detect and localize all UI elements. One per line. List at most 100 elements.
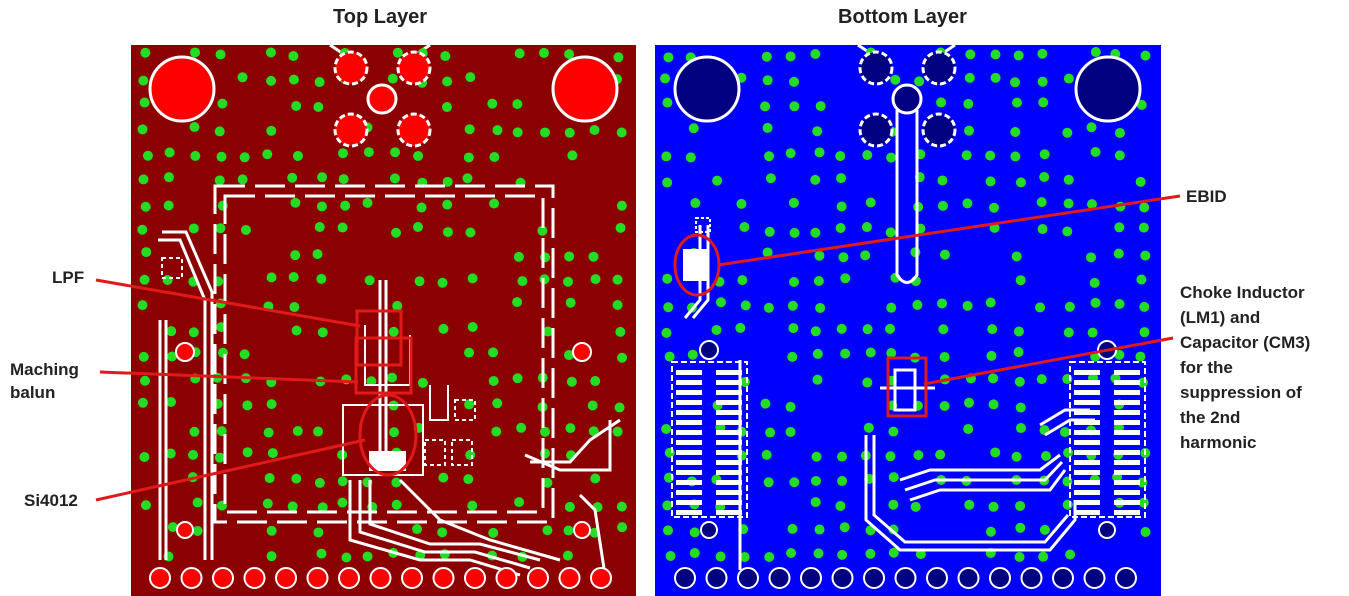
header-finger bbox=[716, 420, 742, 425]
lm1-cm3-highlight bbox=[886, 356, 928, 418]
via bbox=[216, 151, 227, 162]
header-finger bbox=[1114, 370, 1140, 375]
via bbox=[462, 173, 473, 184]
header-finger bbox=[1114, 450, 1140, 455]
via bbox=[963, 98, 974, 109]
header-finger bbox=[676, 410, 702, 415]
via bbox=[516, 422, 527, 433]
via bbox=[1040, 451, 1051, 462]
via bbox=[564, 49, 575, 60]
via bbox=[1039, 172, 1050, 183]
via bbox=[314, 77, 325, 88]
via bbox=[564, 251, 575, 262]
header-finger bbox=[1114, 430, 1140, 435]
via bbox=[661, 423, 672, 434]
bottom-left-header-fingers bbox=[676, 370, 742, 515]
bottom-mounting-pad-left bbox=[673, 55, 741, 123]
via bbox=[788, 197, 799, 208]
via bbox=[687, 349, 698, 360]
edge-pad bbox=[800, 567, 822, 589]
via bbox=[1062, 499, 1073, 510]
via bbox=[711, 324, 722, 335]
via bbox=[985, 526, 996, 537]
via bbox=[292, 150, 303, 161]
si4012-highlight bbox=[358, 393, 418, 477]
edge-pad bbox=[1115, 567, 1137, 589]
via bbox=[662, 273, 673, 284]
via bbox=[935, 449, 946, 460]
via bbox=[1039, 149, 1050, 160]
via bbox=[512, 373, 523, 384]
via bbox=[862, 150, 873, 161]
via bbox=[689, 548, 700, 559]
via bbox=[1014, 551, 1025, 562]
via bbox=[488, 527, 499, 538]
via bbox=[137, 224, 148, 235]
header-finger bbox=[1074, 400, 1100, 405]
edge-pad bbox=[432, 567, 455, 589]
via bbox=[913, 450, 924, 461]
via bbox=[567, 150, 578, 161]
via bbox=[789, 477, 800, 488]
via bbox=[290, 250, 301, 261]
via bbox=[467, 273, 478, 284]
via bbox=[863, 422, 874, 433]
via bbox=[1114, 127, 1125, 138]
via bbox=[964, 499, 975, 510]
via bbox=[513, 251, 524, 262]
header-finger bbox=[1114, 390, 1140, 395]
via bbox=[985, 176, 996, 187]
via bbox=[492, 398, 503, 409]
top-edge-connector-pads bbox=[149, 567, 612, 589]
via bbox=[362, 551, 373, 562]
via bbox=[438, 472, 449, 483]
via bbox=[836, 201, 847, 212]
header-finger bbox=[676, 450, 702, 455]
via bbox=[165, 448, 176, 459]
via bbox=[612, 274, 623, 285]
edge-pad bbox=[957, 567, 980, 589]
via bbox=[316, 273, 327, 284]
via bbox=[1035, 302, 1046, 313]
edge-pad bbox=[989, 567, 1011, 589]
via bbox=[1015, 500, 1026, 511]
header-finger bbox=[716, 490, 742, 495]
via bbox=[141, 247, 152, 258]
via bbox=[615, 222, 626, 233]
via bbox=[789, 276, 800, 287]
bottom-right-header-fingers bbox=[1074, 370, 1140, 515]
via bbox=[312, 249, 323, 260]
header-finger bbox=[676, 440, 702, 445]
via bbox=[990, 49, 1001, 60]
via bbox=[487, 98, 498, 109]
bottom-edge-connector-pads bbox=[674, 567, 1137, 589]
edge-pad bbox=[558, 567, 581, 589]
via bbox=[338, 174, 349, 185]
via bbox=[463, 474, 474, 485]
edge-pad bbox=[737, 567, 759, 589]
edge-pad bbox=[180, 567, 203, 589]
via bbox=[836, 323, 847, 334]
via bbox=[587, 400, 598, 411]
via bbox=[1140, 50, 1151, 61]
via bbox=[761, 449, 772, 460]
via bbox=[762, 122, 773, 133]
via bbox=[390, 147, 401, 158]
via bbox=[242, 447, 253, 458]
via bbox=[1063, 174, 1074, 185]
via bbox=[789, 76, 800, 87]
via bbox=[785, 426, 796, 437]
top-mounting-pad-left bbox=[148, 55, 216, 123]
header-finger bbox=[1114, 460, 1140, 465]
via bbox=[388, 326, 399, 337]
via bbox=[1136, 274, 1147, 285]
via bbox=[787, 523, 798, 534]
via bbox=[189, 122, 200, 133]
via bbox=[140, 500, 151, 511]
choke-label-line3: Capacitor (CM3) bbox=[1180, 333, 1311, 352]
header-finger bbox=[1074, 480, 1100, 485]
header-finger bbox=[716, 440, 742, 445]
via bbox=[689, 527, 700, 538]
via bbox=[189, 426, 200, 437]
via bbox=[464, 399, 475, 410]
